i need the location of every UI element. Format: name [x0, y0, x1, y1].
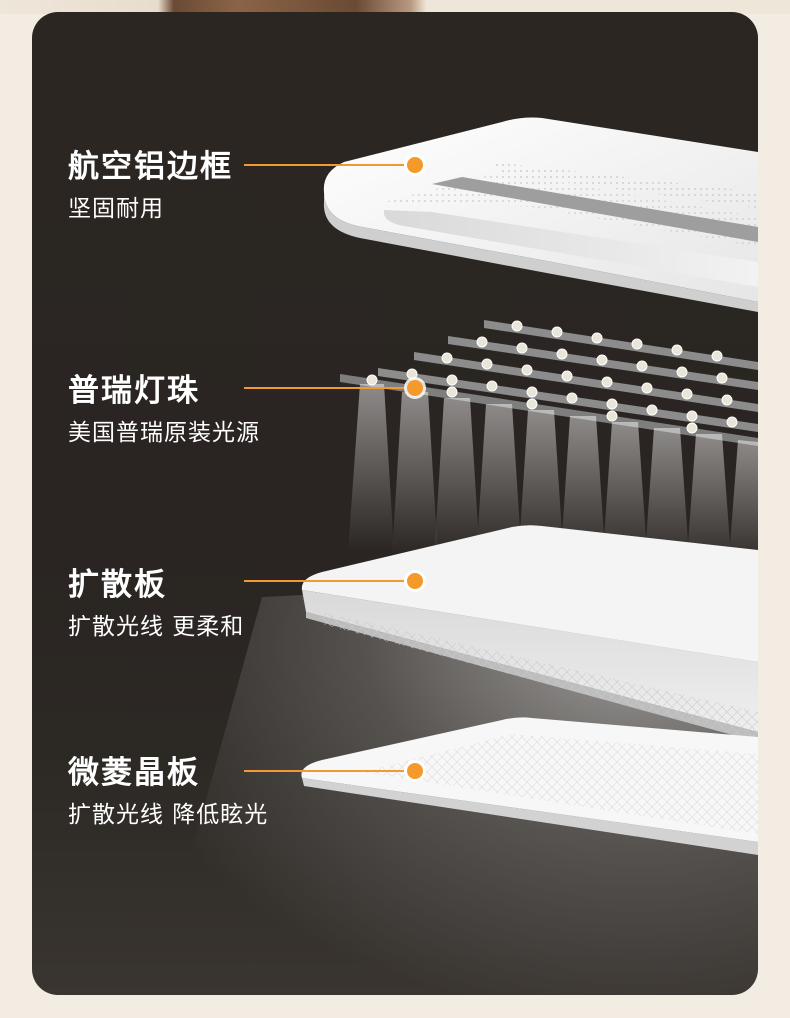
layer-subtitle: 扩散光线 更柔和	[68, 614, 245, 640]
layer-title: 微菱晶板	[68, 755, 200, 791]
diffuser-plate	[301, 525, 758, 742]
layer-subtitle: 扩散光线 降低眩光	[68, 802, 269, 828]
exploded-view-panel: 航空铝边框 坚固耐用 普瑞灯珠 美国普瑞原装光源 扩散板 扩散光线 更柔和 微菱…	[32, 12, 758, 995]
leader-line	[244, 387, 404, 389]
layer-title: 扩散板	[68, 567, 167, 603]
layer-subtitle: 美国普瑞原装光源	[68, 420, 260, 446]
layer-subtitle: 坚固耐用	[68, 196, 164, 222]
light-beams	[348, 384, 758, 572]
marker-dot	[407, 157, 423, 173]
marker-dot	[407, 380, 423, 396]
marker-dot	[407, 763, 423, 779]
exploded-lamp-illustration	[152, 117, 758, 995]
leader-line	[244, 580, 404, 582]
callout-aluminium-frame: 航空铝边框 坚固耐用	[68, 148, 428, 224]
callout-micro-prism-plate: 微菱晶板 扩散光线 降低眩光	[68, 754, 428, 830]
top-photo-strip	[0, 0, 790, 14]
callout-led-beads: 普瑞灯珠 美国普瑞原装光源	[68, 372, 428, 448]
layer-title: 普瑞灯珠	[68, 373, 200, 409]
layer-title: 航空铝边框	[68, 149, 233, 185]
callout-diffuser-plate: 扩散板 扩散光线 更柔和	[68, 566, 428, 642]
micro-prism-plate	[301, 717, 758, 855]
leader-line	[244, 770, 404, 772]
marker-dot	[407, 573, 423, 589]
leader-line	[244, 164, 404, 166]
aluminium-frame	[323, 117, 758, 312]
